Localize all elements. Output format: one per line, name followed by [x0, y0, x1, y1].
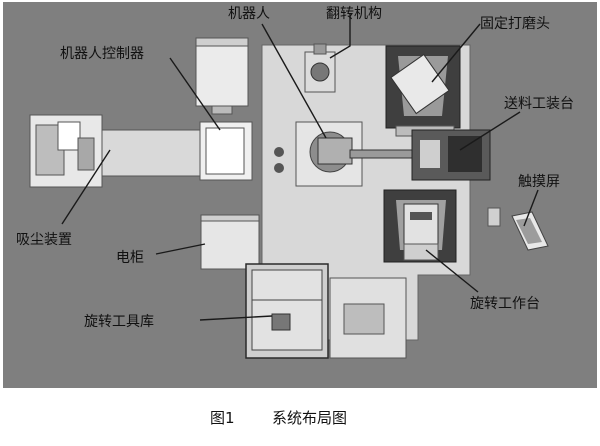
- robot-controller-unit: [195, 37, 249, 115]
- leader-lines: [61, 14, 539, 321]
- label-feeding-fixture: 送料工装台: [504, 96, 574, 112]
- label-robot: 机器人: [228, 6, 270, 22]
- flip-mechanism-unit: [304, 43, 336, 93]
- dust-collector-unit: [29, 114, 253, 188]
- rotary-tool-magazine-unit: [245, 263, 407, 359]
- label-electric-cabinet: 电柜: [116, 250, 144, 266]
- label-rotary-tool-magazine: 旋转工具库: [84, 314, 154, 330]
- electric-cabinet-unit: [200, 214, 260, 270]
- label-fixed-grinding-head: 固定打磨头: [480, 15, 550, 32]
- rotary-worktable-unit: [383, 189, 457, 263]
- label-flip-mechanism: 翻转机构: [326, 6, 382, 22]
- label-dust-collector: 吸尘装置: [16, 232, 72, 248]
- label-rotary-worktable: 旋转工作台: [470, 296, 540, 312]
- label-robot-controller: 机器人控制器: [60, 46, 144, 62]
- feeding-fixture-unit: [411, 129, 491, 181]
- label-touch-screen: 触摸屏: [518, 174, 560, 190]
- figure-title: 系统布局图: [272, 409, 347, 427]
- touch-screen-unit: [487, 207, 549, 251]
- fixed-grinding-head-unit: [385, 45, 461, 137]
- figure-number: 图1: [210, 409, 235, 427]
